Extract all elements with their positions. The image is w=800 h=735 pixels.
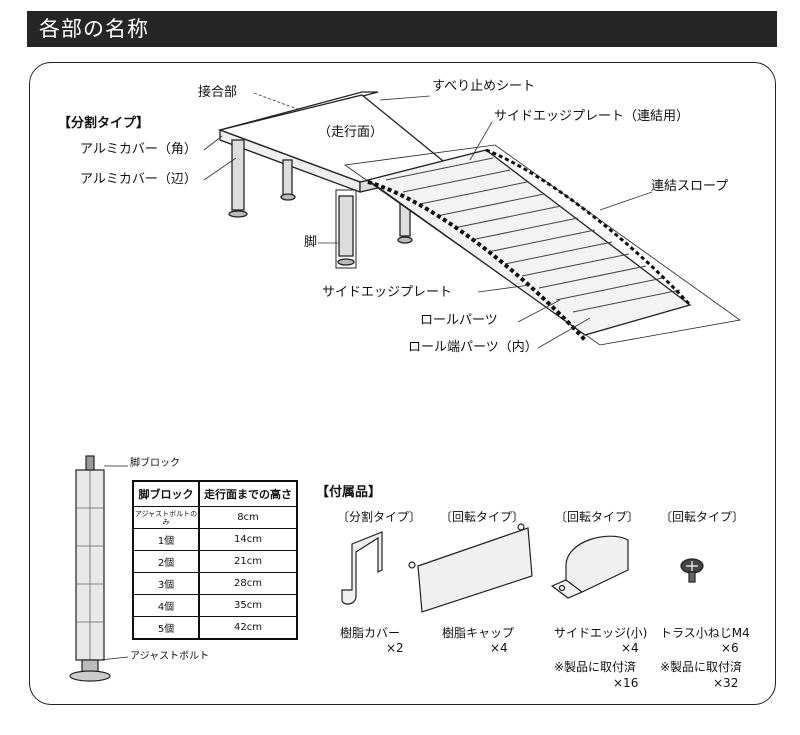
table-cell: 28cm bbox=[198, 572, 298, 595]
label-side-edge-connect: サイドエッジプレート（連結用） bbox=[494, 109, 690, 124]
resin-cover-shape bbox=[341, 531, 383, 605]
leg-front bbox=[338, 195, 354, 257]
label-leg: 脚 bbox=[304, 235, 318, 250]
table-cell: 2個 bbox=[132, 550, 200, 573]
table-header-height: 走行面までの高さ bbox=[198, 480, 298, 507]
diagram-panel bbox=[29, 62, 776, 705]
acc-qty-2: ×4 bbox=[490, 641, 508, 655]
acc-note-qty-3: ×16 bbox=[613, 676, 639, 690]
table-row: 1個 14cm bbox=[132, 528, 298, 551]
table-row: 3個 28cm bbox=[132, 572, 298, 595]
table-row: アジャストボルトのみ 8cm bbox=[132, 506, 298, 529]
acc-qty-3: ×4 bbox=[621, 641, 639, 655]
acc-type-3: 〔回転タイプ〕 bbox=[555, 510, 640, 524]
truss-screw-shape bbox=[680, 558, 704, 583]
bolt-base bbox=[69, 670, 111, 682]
acc-type-2: 〔回転タイプ〕 bbox=[440, 510, 525, 524]
label-side-edge-plate: サイドエッジプレート bbox=[322, 285, 453, 300]
table-header-block: 脚ブロック bbox=[132, 480, 200, 507]
table-cell: 8cm bbox=[198, 506, 298, 529]
label-running-surface: （走行面） bbox=[318, 125, 384, 140]
acc-qty-4: ×6 bbox=[721, 641, 739, 655]
label-alu-cover-corner: アルミカバー（角） bbox=[80, 142, 197, 157]
acc-name-4: トラス小ねじM4 bbox=[660, 626, 750, 640]
roll-edge-far bbox=[485, 148, 692, 307]
acc-name-2: 樹脂キャップ bbox=[442, 626, 515, 640]
side-edge-small-shape bbox=[565, 535, 629, 593]
table-row: 2個 21cm bbox=[132, 550, 298, 573]
label-leg-block: 脚ブロック bbox=[130, 458, 180, 469]
table-cell: 4個 bbox=[132, 594, 200, 617]
label-connect-slope: 連結スロープ bbox=[651, 179, 729, 194]
table-cell: アジャストボルトのみ bbox=[132, 506, 200, 529]
accessories-title: 【付属品】 bbox=[316, 485, 382, 500]
label-adjust-bolt: アジャストボルト bbox=[130, 651, 210, 662]
section-header: 各部の名称 bbox=[27, 11, 777, 47]
table-row: 4個 35cm bbox=[132, 594, 298, 617]
section-title: 各部の名称 bbox=[39, 17, 149, 41]
acc-note-3: ※製品に取付済 bbox=[554, 660, 637, 674]
label-roll-end-parts: ロール端パーツ（内） bbox=[408, 340, 538, 355]
type-label: 【分割タイプ】 bbox=[58, 116, 150, 131]
acc-qty-1: ×2 bbox=[386, 641, 404, 655]
acc-type-4: 〔回転タイプ〕 bbox=[660, 510, 745, 524]
acc-note-qty-4: ×32 bbox=[713, 676, 739, 690]
table-cell: 21cm bbox=[198, 550, 298, 573]
leg-left bbox=[231, 139, 245, 211]
ramp-surface bbox=[366, 149, 692, 336]
leg-highlight bbox=[335, 189, 357, 269]
leg-height-table: 脚ブロック 走行面までの高さ アジャストボルトのみ 8cm 1個 14cm 2個… bbox=[132, 480, 298, 640]
label-roll-parts: ロールパーツ bbox=[420, 313, 498, 328]
acc-type-1: 〔分割タイプ〕 bbox=[337, 510, 422, 524]
table-cell: 42cm bbox=[198, 616, 298, 640]
table-cell: 35cm bbox=[198, 594, 298, 617]
table-cell: 1個 bbox=[132, 528, 200, 551]
table-cell: 5個 bbox=[132, 616, 200, 640]
table-cell: 14cm bbox=[198, 528, 298, 551]
acc-name-1: 樹脂カバー bbox=[340, 626, 401, 640]
table-row: 5個 42cm bbox=[132, 616, 298, 640]
label-joint: 接合部 bbox=[198, 85, 238, 100]
acc-name-3: サイドエッジ(小) bbox=[554, 626, 648, 640]
acc-note-4: ※製品に取付済 bbox=[660, 660, 743, 674]
label-anti-slip: すべり止めシート bbox=[432, 79, 536, 94]
label-alu-cover-side: アルミカバー（辺） bbox=[80, 172, 197, 187]
roll-edge bbox=[367, 180, 587, 342]
table-cell: 3個 bbox=[132, 572, 200, 595]
leg-mid bbox=[282, 159, 293, 196]
resin-cap-shape bbox=[417, 527, 533, 613]
